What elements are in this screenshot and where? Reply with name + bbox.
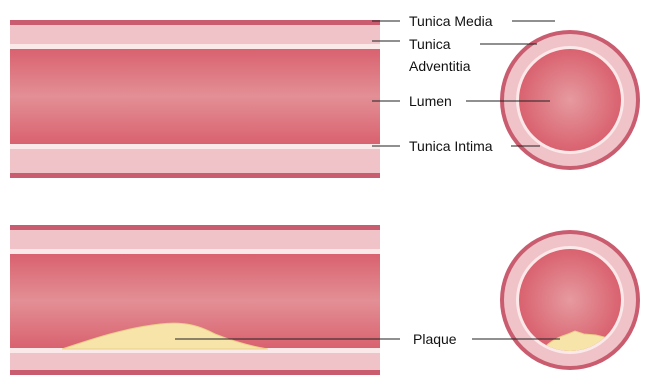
label-tunica-intima: Tunica Intima	[409, 138, 493, 154]
plaque-intima-top	[10, 249, 380, 254]
healthy-cross-lumen	[519, 49, 621, 151]
healthy-tunica-media-top	[10, 20, 380, 25]
plaque-artery-long-section	[10, 225, 380, 375]
plaque-artery-cross-section	[500, 230, 640, 370]
label-tunica-adventitia-line2: Adventitia	[409, 58, 471, 74]
healthy-adventitia-bottom	[10, 149, 380, 173]
plaque-tunica-media-top	[10, 225, 380, 230]
plaque-tunica-media-bottom	[10, 370, 380, 375]
label-tunica-adventitia-line1: Tunica	[409, 36, 451, 52]
healthy-intima-bottom	[10, 144, 380, 149]
healthy-tunica-media-bottom	[10, 173, 380, 178]
healthy-artery-cross-section	[500, 30, 640, 170]
plaque-adventitia-bottom	[10, 353, 380, 370]
healthy-intima-top	[10, 44, 380, 49]
healthy-lumen	[10, 49, 380, 144]
label-lumen: Lumen	[409, 93, 452, 109]
label-plaque: Plaque	[413, 331, 457, 347]
healthy-adventitia-top	[10, 25, 380, 44]
healthy-artery-long-section	[10, 20, 380, 178]
plaque-adventitia-top	[10, 230, 380, 249]
label-tunica-media: Tunica Media	[409, 13, 493, 29]
